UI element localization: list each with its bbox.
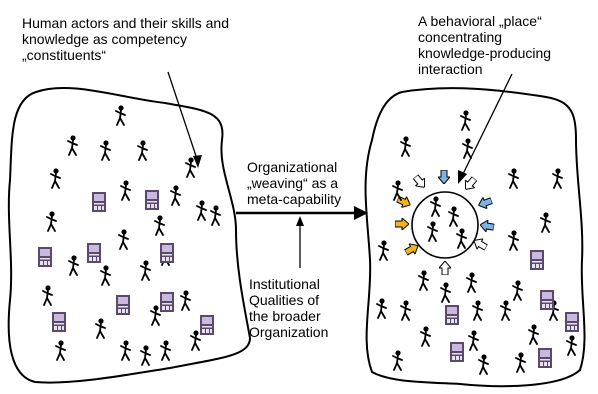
stick-figure-icon <box>552 168 563 189</box>
stick-figure-icon <box>512 280 523 301</box>
label-organizational-weaving: Organizational „weaving“ as a meta-capab… <box>247 159 342 207</box>
left-actors <box>42 105 221 366</box>
computer-icon <box>450 342 464 362</box>
computer-icon <box>145 190 159 210</box>
stick-figure-icon <box>508 168 519 189</box>
stick-figure-icon <box>378 240 389 261</box>
stick-figure-icon <box>440 282 451 303</box>
computer-icon <box>160 243 174 263</box>
institutional-arrow-head <box>296 216 304 226</box>
stick-figure-icon <box>210 205 221 226</box>
stick-figure-icon <box>418 270 429 291</box>
stick-figure-icon <box>462 138 473 159</box>
stick-figure-icon <box>478 354 489 375</box>
stick-figure-icon <box>118 229 129 250</box>
stick-figure-icon <box>180 290 191 311</box>
stick-figure-icon <box>400 300 411 321</box>
label-behavioral-place: A behavioral „place“ concentrating knowl… <box>418 13 552 77</box>
stick-figure-icon <box>140 345 151 366</box>
pointer-line-right <box>461 73 513 177</box>
stick-figure-icon <box>508 230 519 251</box>
stick-figure-icon <box>566 335 577 356</box>
computer-icon <box>200 315 214 335</box>
stick-figure-icon <box>170 185 181 206</box>
stick-figure-icon <box>540 212 551 233</box>
left-organization-cloud <box>7 86 252 384</box>
computer-icon <box>538 348 552 368</box>
computer-icon <box>116 295 130 315</box>
right-tools <box>445 250 579 368</box>
stick-figure-icon <box>100 265 111 286</box>
stick-figure-icon <box>46 211 57 232</box>
computer-icon <box>52 312 66 332</box>
behavioral-place-circle <box>411 191 479 259</box>
pointer-head-left <box>193 155 202 168</box>
stick-figure-icon <box>528 324 539 345</box>
stick-figure-icon <box>160 340 171 361</box>
computer-icon <box>87 243 101 263</box>
stick-figure-icon <box>460 110 471 131</box>
computer-icon <box>565 312 579 332</box>
pointer-head-right <box>458 170 467 184</box>
stick-figure-icon <box>400 136 411 157</box>
stick-figure-icon <box>515 352 526 373</box>
pointer-line-left <box>167 71 199 163</box>
stick-figure-icon <box>456 228 467 249</box>
stick-figure-icon <box>448 206 459 227</box>
stick-figure-icon <box>68 255 79 276</box>
stick-figure-icon <box>430 196 441 217</box>
right-organization-cloud <box>364 87 586 388</box>
stick-figure-icon <box>427 221 438 242</box>
stick-figure-icon <box>376 298 387 319</box>
weaving-arrow-head <box>354 206 368 220</box>
stick-figure-icon <box>150 305 161 326</box>
computer-icon <box>530 250 544 270</box>
computer-icon <box>160 292 174 312</box>
computer-icon <box>92 192 106 212</box>
stick-figure-icon <box>120 180 131 201</box>
stick-figure-icon <box>115 105 126 126</box>
computer-icon <box>38 247 52 267</box>
stick-figure-icon <box>42 285 53 306</box>
stick-figure-icon <box>196 200 207 221</box>
stick-figure-icon <box>500 300 511 321</box>
computer-icon <box>445 305 459 325</box>
stick-figure-icon <box>140 260 151 281</box>
stick-figure-icon <box>190 330 201 351</box>
stick-figure-icon <box>466 272 477 293</box>
stick-figure-icon <box>95 318 106 339</box>
stick-figure-icon <box>55 340 66 361</box>
stick-figure-icon <box>154 215 165 236</box>
stick-figure-icon <box>100 140 111 161</box>
stick-figure-icon <box>67 135 78 156</box>
stick-figure-icon <box>137 140 148 161</box>
computer-icon <box>540 290 554 310</box>
label-institutional-qualities: Institutional Qualities of the broader O… <box>249 276 329 340</box>
stick-figure-icon <box>50 168 61 189</box>
label-human-actors: Human actors and their skills and knowle… <box>22 15 229 63</box>
stick-figure-icon <box>185 157 196 178</box>
left-tools <box>38 190 214 335</box>
converging-arrows <box>395 170 495 275</box>
stick-figure-icon <box>392 350 403 371</box>
stick-figure-icon <box>468 330 479 351</box>
stick-figure-icon <box>120 340 131 361</box>
stick-figure-icon <box>420 326 431 347</box>
stick-figure-icon <box>472 300 483 321</box>
